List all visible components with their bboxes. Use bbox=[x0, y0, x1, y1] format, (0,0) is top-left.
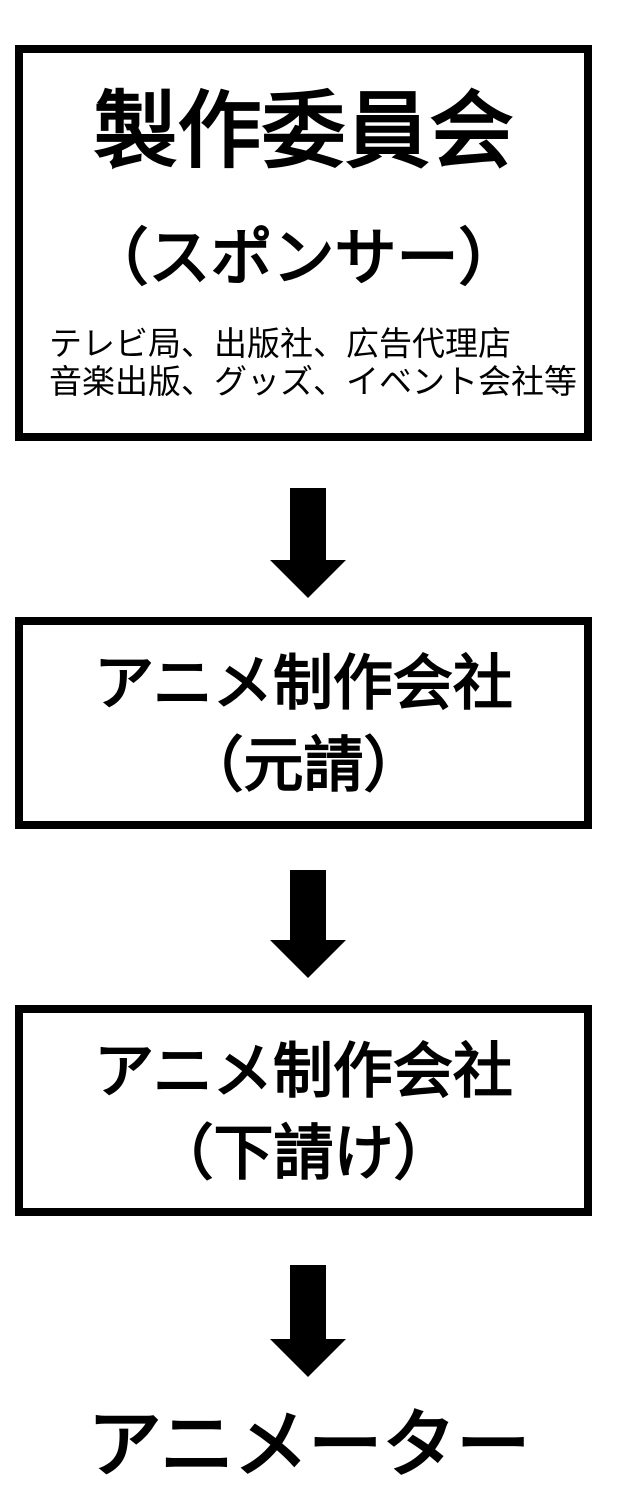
node-label: アニメ制作会社 （元請） bbox=[23, 643, 584, 807]
node-label-line: （下請け） bbox=[153, 1119, 454, 1189]
node-label-line: （元請） bbox=[183, 731, 424, 801]
node-details: テレビ局、出版社、広告代理店 音楽出版、グッズ、イベント会社等 bbox=[49, 324, 577, 401]
node-title: 製作委員会 bbox=[93, 82, 514, 180]
node-subtitle: （スポンサー） bbox=[86, 221, 521, 294]
node-label: アニメ制作会社 （下請け） bbox=[23, 1031, 584, 1195]
prime-contractor-studio-box: アニメ制作会社 （元請） bbox=[15, 617, 592, 829]
animator-label: アニメーター bbox=[87, 1402, 531, 1488]
node-label-line: アニメ制作会社 bbox=[94, 649, 513, 719]
node-label-line: アニメ制作会社 bbox=[94, 1037, 513, 1107]
subcontractor-studio-box: アニメ制作会社 （下請け） bbox=[15, 1005, 592, 1216]
detail-line: 音楽出版、グッズ、イベント会社等 bbox=[49, 362, 577, 401]
down-arrow-icon bbox=[270, 488, 346, 598]
down-arrow-icon bbox=[270, 870, 346, 978]
production-committee-box: 製作委員会 （スポンサー） テレビ局、出版社、広告代理店 音楽出版、グッズ、イベ… bbox=[15, 45, 592, 441]
down-arrow-icon bbox=[270, 1265, 346, 1377]
detail-line: テレビ局、出版社、広告代理店 bbox=[49, 324, 511, 363]
